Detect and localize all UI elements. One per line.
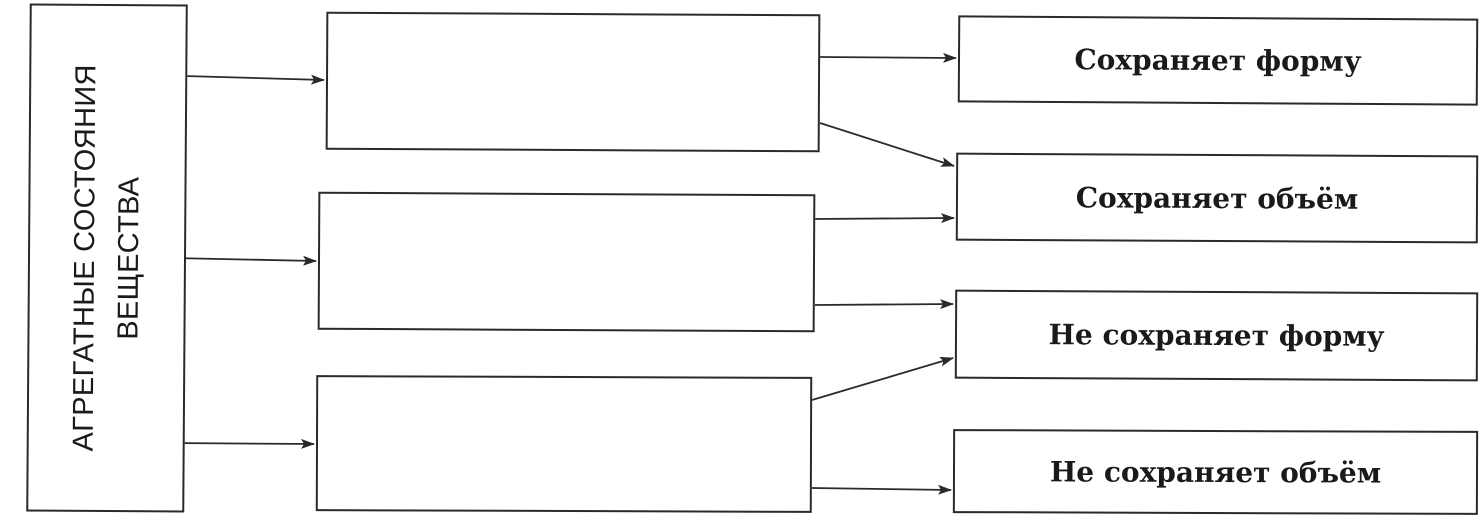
arrow-state-2-to-property-3	[814, 299, 954, 310]
property-box-3: Не сохраняет форму	[954, 289, 1479, 382]
state-box-1[interactable]	[325, 11, 821, 153]
root-title-line-1: АГРЕГАТНЫЕ СОСТОЯНИЯ	[67, 64, 103, 452]
state-box-3[interactable]	[315, 375, 813, 513]
arrow-root-to-state-2	[171, 255, 317, 266]
arrow-state-2-to-property-2	[814, 213, 955, 224]
root-title: АГРЕГАТНЫЕ СОСТОЯНИЯ ВЕЩЕСТВА	[61, 13, 152, 504]
property-label-4: Не сохраняет объём	[1049, 454, 1382, 490]
property-label-2: Сохраняет объём	[1075, 180, 1359, 216]
property-box-4: Не сохраняет объём	[952, 429, 1479, 515]
arrow-state-3-to-property-4	[811, 484, 952, 495]
root-box: АГРЕГАТНЫЕ СОСТОЯНИЯ ВЕЩЕСТВА	[26, 3, 188, 513]
arrow-state-3-to-property-3	[811, 356, 954, 401]
arrow-root-to-state-3	[167, 438, 315, 449]
state-box-2[interactable]	[317, 191, 816, 333]
property-label-1: Сохраняет форму	[1074, 43, 1362, 78]
arrow-root-to-state-1	[183, 74, 325, 85]
property-box-2: Сохраняет объём	[955, 152, 1479, 244]
arrow-state-1-to-property-1	[819, 52, 957, 63]
root-title-line-2: ВЕЩЕСТВА	[112, 176, 146, 340]
property-box-1: Сохраняет форму	[957, 15, 1479, 106]
property-label-3: Не сохраняет форму	[1048, 318, 1385, 353]
arrow-state-1-to-property-2	[819, 122, 955, 167]
